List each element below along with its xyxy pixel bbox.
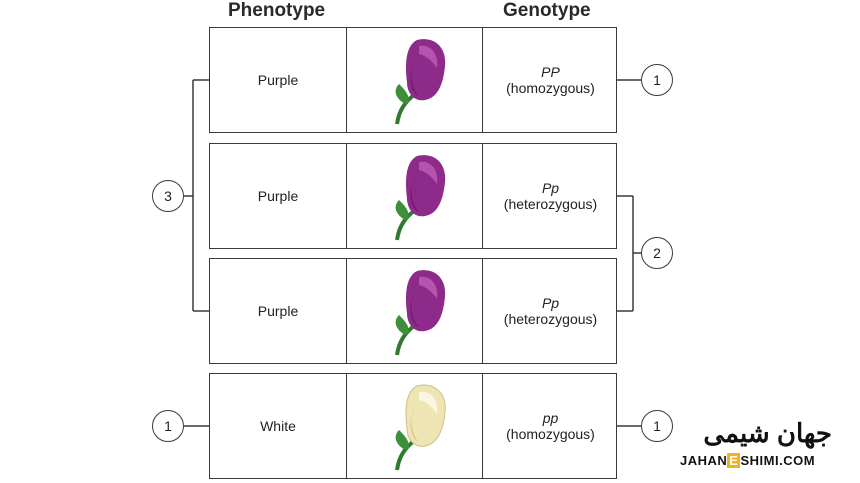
genotype-cell: pp (homozygous) <box>482 374 618 478</box>
purple-flower-icon <box>394 270 445 356</box>
zygosity-label: (homozygous) <box>506 426 595 442</box>
zygosity-label: (heterozygous) <box>503 196 598 212</box>
heterozygous-count: 2 <box>641 237 673 269</box>
homozygous-dominant-count: 1 <box>641 64 673 96</box>
phenotype-label: Purple <box>257 188 299 204</box>
phenotype-label: Purple <box>257 72 299 88</box>
flower-cell <box>346 144 482 248</box>
phenotype-cell: Purple <box>210 259 346 363</box>
zygosity-label: (heterozygous) <box>503 311 598 327</box>
genotype-header: Genotype <box>503 0 591 21</box>
flower-cell <box>346 28 482 132</box>
logo-persian-text: جهان شیمی <box>703 418 832 448</box>
logo-text-part: JAHAN <box>680 453 728 468</box>
genotype-cell: Pp (heterozygous) <box>482 144 618 248</box>
purple-phenotype-count: 3 <box>152 180 184 212</box>
phenotype-cell: Purple <box>210 144 346 248</box>
zygosity-label: (homozygous) <box>506 80 595 96</box>
logo-text-part: SHIMI.COM <box>740 453 816 468</box>
phenotype-cell: White <box>210 374 346 478</box>
phenotype-cell: Purple <box>210 28 346 132</box>
white-flower-icon <box>394 384 446 471</box>
purple-flower-icon <box>394 155 445 241</box>
genotype-label: Pp <box>541 180 560 196</box>
phenotype-label: Purple <box>257 303 299 319</box>
purple-flower-icon <box>394 39 445 125</box>
genotype-cell: PP (homozygous) <box>482 28 618 132</box>
phenotype-header: Phenotype <box>228 0 326 21</box>
genotype-label: PP <box>541 64 560 80</box>
phenotype-label: White <box>260 418 296 434</box>
genotype-cell: Pp (heterozygous) <box>482 259 618 363</box>
flower-cell <box>346 374 482 478</box>
table-row: Purple Pp (heterozygous) <box>209 143 617 249</box>
white-phenotype-count: 1 <box>152 410 184 442</box>
table-row: Purple PP (homozygous) <box>209 27 617 133</box>
logo-e-mark: E <box>727 453 741 468</box>
flower-cell <box>346 259 482 363</box>
table-row: Purple Pp (heterozygous) <box>209 258 617 364</box>
genotype-label: pp <box>542 410 559 426</box>
genotype-label: Pp <box>541 295 560 311</box>
table-row: White pp (homozygous) <box>209 373 617 479</box>
homozygous-recessive-count: 1 <box>641 410 673 442</box>
